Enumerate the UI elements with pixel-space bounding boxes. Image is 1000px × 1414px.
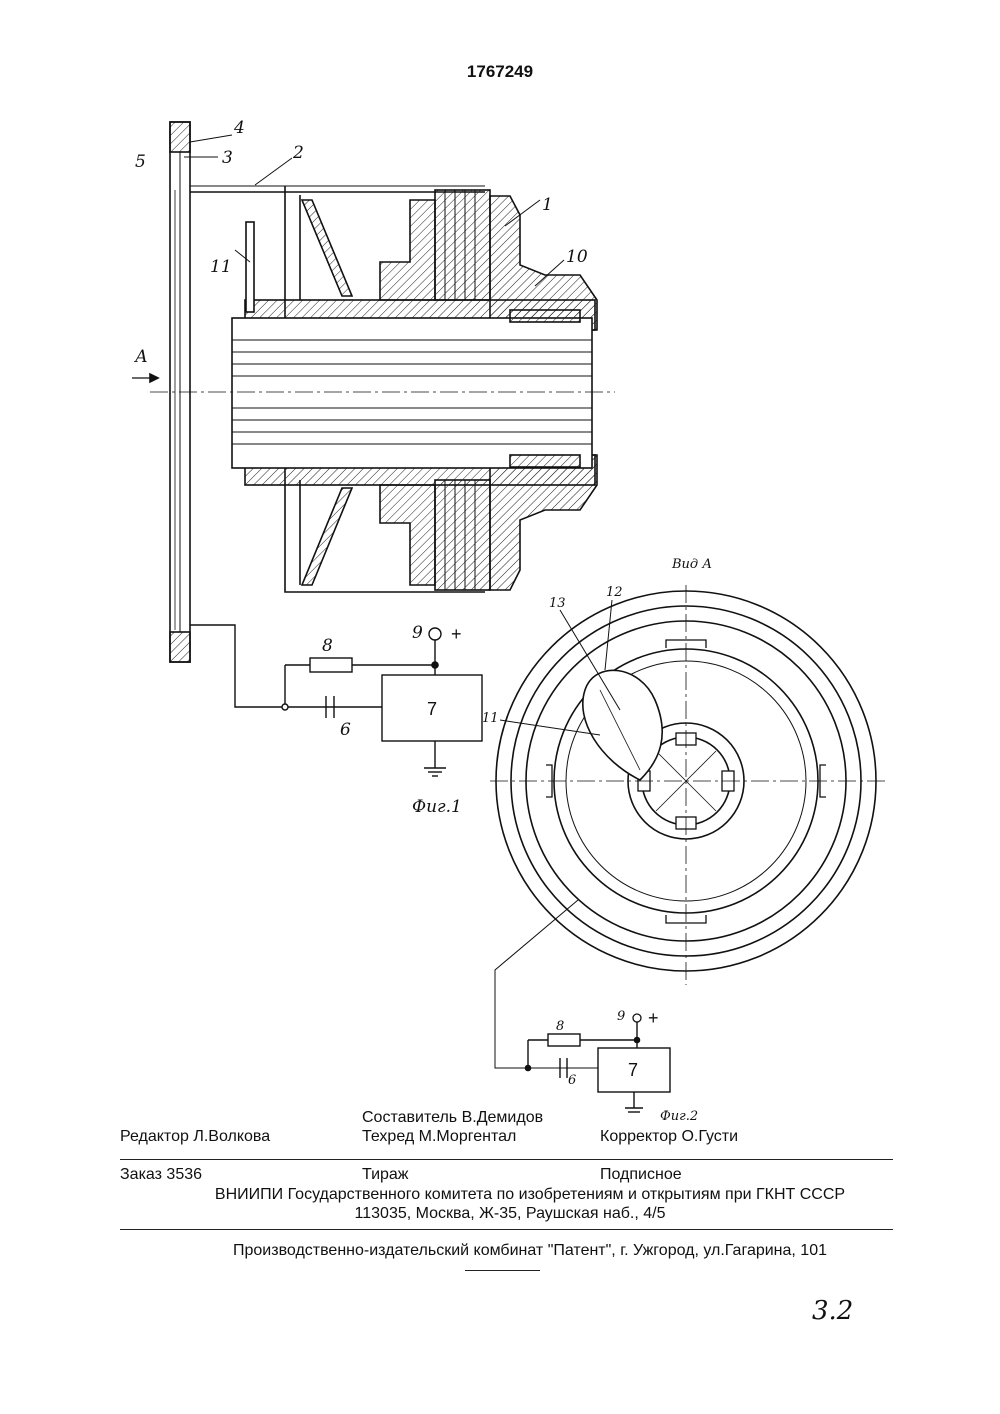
fig2-label-6: 6 [568,1073,576,1088]
divider-top [120,1159,893,1160]
fig1-label-1: 1 [542,195,553,215]
figure-2-drawing [490,585,885,1112]
circulation: Тираж [362,1166,409,1184]
fig2-label-13: 13 [549,596,566,611]
handwritten-note: 3.2 [812,1296,853,1326]
fig2-label-11: 11 [482,711,499,726]
divider-bottom [120,1229,893,1230]
order-number: Заказ 3536 [120,1166,202,1184]
printer-underline [465,1270,540,1271]
subscription: Подписное [600,1166,682,1184]
techred-credit: Техред М.Моргентал [362,1128,516,1146]
fig2-plus-sign: + [648,1008,659,1028]
fig1-label-5: 5 [135,152,146,172]
compiler-credit: Составитель В.Демидов [362,1109,543,1127]
corrector-credit: Корректор О.Густи [600,1128,738,1146]
figure-1-drawing [132,122,615,776]
fig1-label-8: 8 [322,636,333,656]
fig1-label-9: 9 [412,623,423,643]
printer-info: Производственно-издательский комбинат "П… [120,1242,940,1260]
fig2-label-9: 9 [617,1009,625,1024]
fig1-label-11: 11 [210,257,232,277]
fig1-label-3: 3 [222,148,233,168]
fig2-label-7: 7 [628,1060,638,1080]
fig1-label-10: 10 [566,247,588,267]
fig2-view-title: Вид А [671,557,712,572]
fig1-label-7: 7 [427,699,437,719]
editor-credit: Редактор Л.Волкова [120,1128,270,1146]
fig2-label-8: 8 [556,1019,564,1034]
publisher-address: 113035, Москва, Ж-35, Раушская наб., 4/5 [120,1205,900,1223]
fig1-view-arrow-label: А [134,347,148,367]
fig2-label-12: 12 [606,585,623,600]
fig1-label-6: 6 [340,720,351,740]
fig1-label-4: 4 [233,118,245,138]
fig2-caption: Фиг.2 [660,1109,698,1124]
publisher-org: ВНИИПИ Государственного комитета по изоб… [120,1186,940,1204]
fig1-plus-sign: + [451,624,462,644]
fig1-label-2: 2 [292,143,304,163]
fig1-caption: Фиг.1 [412,797,462,817]
